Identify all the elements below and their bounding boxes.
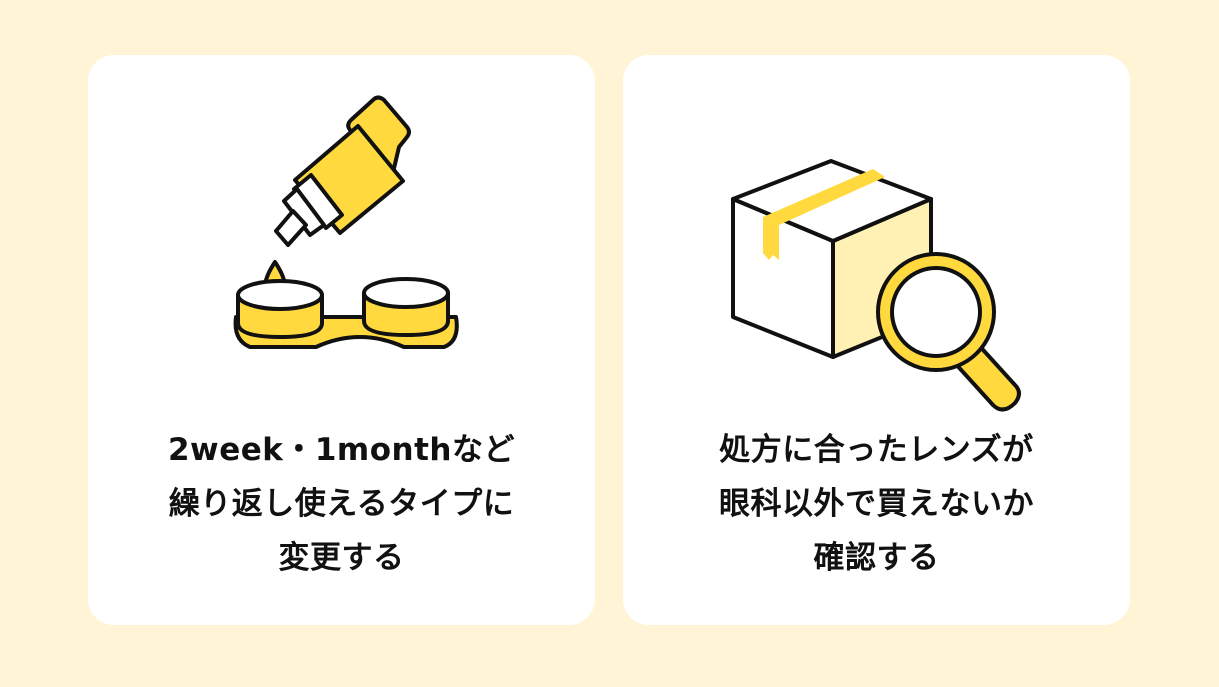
card-reusable-lens: 2week・1monthなど 繰り返し使えるタイプに 変更する	[88, 55, 595, 625]
caption-line: 変更する	[278, 540, 405, 576]
caption-line: 処方に合ったレンズが	[719, 432, 1034, 468]
caption-line: 確認する	[813, 540, 940, 576]
card-caption: 処方に合ったレンズが 眼科以外で買えないか 確認する	[623, 423, 1130, 585]
caption-line: 2week・1monthなど	[167, 432, 515, 468]
caption-line: 眼科以外で買えないか	[719, 486, 1034, 522]
package-with-magnifying-glass-icon	[731, 159, 1021, 412]
caption-line: 繰り返し使えるタイプに	[168, 486, 515, 522]
card-caption: 2week・1monthなど 繰り返し使えるタイプに 変更する	[88, 423, 595, 585]
contact-lens-solution-and-case-icon	[233, 95, 459, 349]
card-check-prescription: 処方に合ったレンズが 眼科以外で買えないか 確認する	[623, 55, 1130, 625]
